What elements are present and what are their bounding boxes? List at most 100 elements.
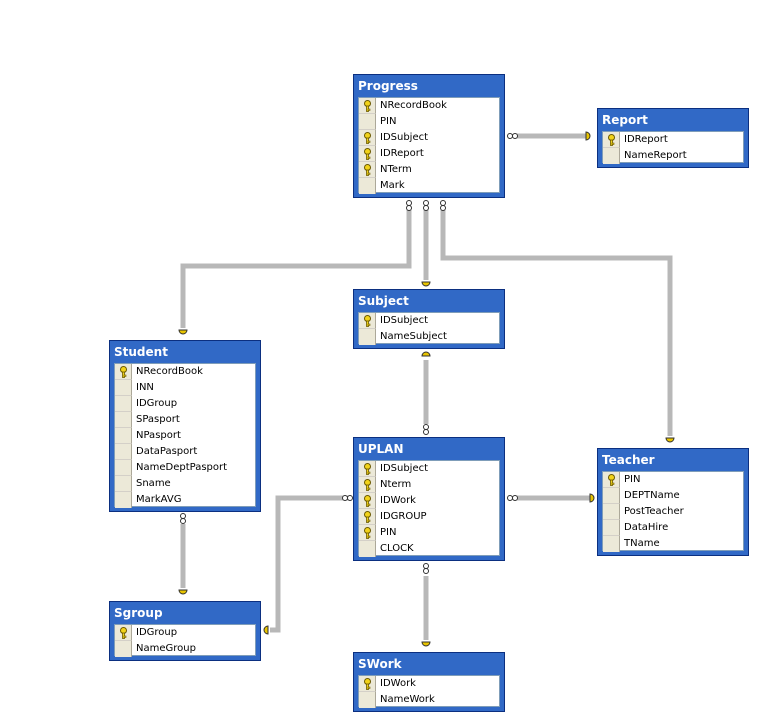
column-row[interactable]: NameWork xyxy=(359,692,499,708)
row-selector[interactable] xyxy=(115,396,132,412)
row-selector[interactable] xyxy=(115,625,132,641)
column-row[interactable]: PIN xyxy=(603,472,743,488)
column-row[interactable]: Nterm xyxy=(359,477,499,493)
row-selector[interactable] xyxy=(603,504,620,520)
column-name: IDSubject xyxy=(380,463,429,474)
rel-uplan-swork[interactable] xyxy=(421,563,431,647)
column-row[interactable]: IDWork xyxy=(359,493,499,509)
row-selector[interactable] xyxy=(359,541,376,557)
column-name: PIN xyxy=(380,116,397,127)
column-row[interactable]: SPasport xyxy=(115,412,255,428)
column-name: TName xyxy=(624,538,660,549)
row-selector[interactable] xyxy=(359,313,376,329)
row-selector[interactable] xyxy=(603,472,620,488)
row-selector[interactable] xyxy=(359,525,376,541)
row-selector[interactable] xyxy=(603,488,620,504)
column-row[interactable]: IDSubject xyxy=(359,130,499,146)
column-row[interactable]: IDSubject xyxy=(359,313,499,329)
column-row[interactable]: INN xyxy=(115,380,255,396)
column-row[interactable]: NameReport xyxy=(603,148,743,164)
rel-progress-subject[interactable] xyxy=(421,200,431,287)
row-selector[interactable] xyxy=(359,329,376,345)
row-selector[interactable] xyxy=(359,477,376,493)
column-row[interactable]: PostTeacher xyxy=(603,504,743,520)
column-row[interactable]: IDGroup xyxy=(115,396,255,412)
column-row[interactable]: NRecordBook xyxy=(359,98,499,114)
row-selector[interactable] xyxy=(115,476,132,492)
column-row[interactable]: IDWork xyxy=(359,676,499,692)
column-row[interactable]: DataPasport xyxy=(115,444,255,460)
column-row[interactable]: PIN xyxy=(359,114,499,130)
primary-key-icon xyxy=(364,511,371,523)
row-selector[interactable] xyxy=(359,493,376,509)
row-selector[interactable] xyxy=(359,146,376,162)
column-name: NRecordBook xyxy=(380,100,447,111)
rel-uplan-teacher[interactable] xyxy=(507,493,595,503)
row-selector[interactable] xyxy=(359,676,376,692)
column-row[interactable]: TName xyxy=(603,536,743,552)
column-row[interactable]: NameGroup xyxy=(115,641,255,657)
rel-progress-report[interactable] xyxy=(507,131,591,141)
column-row[interactable]: CLOCK xyxy=(359,541,499,557)
row-selector[interactable] xyxy=(603,520,620,536)
column-row[interactable]: NameSubject xyxy=(359,329,499,345)
column-row[interactable]: Mark xyxy=(359,178,499,194)
key-end-icon xyxy=(665,437,675,443)
column-row[interactable]: PIN xyxy=(359,525,499,541)
row-selector[interactable] xyxy=(115,364,132,380)
column-name: NameWork xyxy=(380,694,435,705)
row-selector[interactable] xyxy=(115,492,132,508)
row-selector[interactable] xyxy=(115,460,132,476)
column-row[interactable]: IDGroup xyxy=(115,625,255,641)
row-selector[interactable] xyxy=(603,148,620,164)
row-selector[interactable] xyxy=(115,444,132,460)
rel-progress-student[interactable] xyxy=(178,200,412,335)
column-row[interactable]: NRecordBook xyxy=(115,364,255,380)
column-row[interactable]: Sname xyxy=(115,476,255,492)
row-selector[interactable] xyxy=(603,132,620,148)
row-selector[interactable] xyxy=(115,380,132,396)
rel-uplan-sgroup[interactable] xyxy=(263,495,353,635)
row-selector[interactable] xyxy=(359,509,376,525)
row-selector[interactable] xyxy=(115,412,132,428)
column-row[interactable]: IDGROUP xyxy=(359,509,499,525)
column-name: NameGroup xyxy=(136,643,196,654)
row-selector[interactable] xyxy=(359,114,376,130)
column-row[interactable]: NTerm xyxy=(359,162,499,178)
column-row[interactable]: IDReport xyxy=(359,146,499,162)
row-selector[interactable] xyxy=(603,536,620,552)
primary-key-icon xyxy=(364,132,371,144)
row-selector[interactable] xyxy=(359,178,376,194)
rel-student-sgroup[interactable] xyxy=(178,513,188,595)
column-name: IDSubject xyxy=(380,132,429,143)
column-row[interactable]: DataHire xyxy=(603,520,743,536)
column-row[interactable]: DEPTName xyxy=(603,488,743,504)
row-selector[interactable] xyxy=(359,98,376,114)
row-selector[interactable] xyxy=(359,692,376,708)
column-name: IDReport xyxy=(624,134,668,145)
row-selector[interactable] xyxy=(359,162,376,178)
column-row[interactable]: NameDeptPasport xyxy=(115,460,255,476)
row-selector[interactable] xyxy=(115,641,132,657)
rel-uplan-subject[interactable] xyxy=(421,351,431,435)
column-row[interactable]: MarkAVG xyxy=(115,492,255,508)
column-name: PIN xyxy=(624,474,641,485)
column-row[interactable]: NPasport xyxy=(115,428,255,444)
row-selector[interactable] xyxy=(115,428,132,444)
primary-key-icon xyxy=(364,463,371,475)
column-row[interactable]: IDSubject xyxy=(359,461,499,477)
rel-progress-teacher[interactable] xyxy=(440,200,675,443)
row-selector[interactable] xyxy=(359,130,376,146)
row-selector[interactable] xyxy=(359,461,376,477)
column-row[interactable]: IDReport xyxy=(603,132,743,148)
